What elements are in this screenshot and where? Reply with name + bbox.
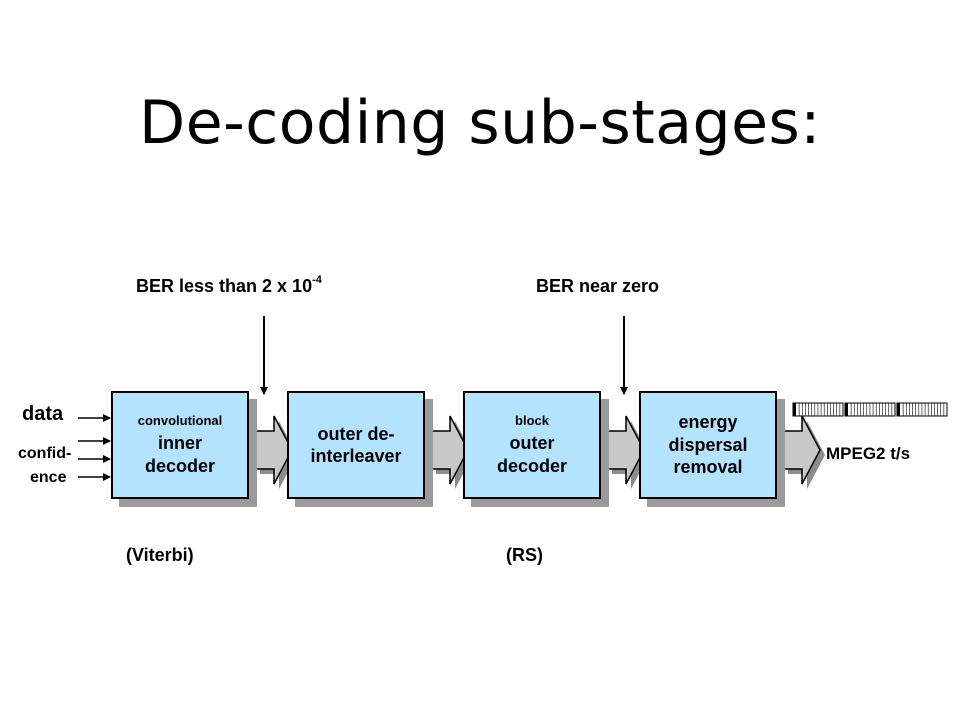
stage-2-line-2: interleaver — [310, 446, 402, 466]
ber-inner-label: BER less than 2 x 10-4 — [136, 274, 322, 297]
page-title: De-coding sub-stages: — [139, 88, 821, 158]
stage-3-line-3: decoder — [496, 455, 568, 476]
rs-label: (RS) — [506, 545, 543, 565]
stage-2-line-1: outer de- — [317, 423, 395, 444]
output-label: MPEG2 t/s — [826, 444, 911, 463]
stage-3-line-2: outer — [509, 433, 555, 454]
ber-outer-label: BER near zero — [536, 276, 660, 296]
convolutional-inner-decoder-box: convolutional inner decoder — [111, 391, 249, 499]
stage-1-line-2: inner — [157, 433, 202, 454]
transport-stream-icon — [792, 402, 948, 417]
viterbi-label: (Viterbi) — [126, 545, 194, 565]
ber-inner-exponent: -4 — [312, 274, 322, 286]
ber-inner-text: BER less than 2 x 10 — [136, 276, 313, 296]
stage-4-line-3: removal — [673, 457, 743, 478]
confidence-input-label-1: confid- — [18, 445, 72, 462]
block-outer-decoder-box: block outer decoder — [463, 391, 601, 499]
energy-dispersal-removal-box: energy dispersal removal — [639, 391, 777, 499]
confidence-input-label-2: ence — [30, 469, 67, 486]
outer-deinterleaver-box: outer de- interleaver — [287, 391, 425, 499]
stage-4-line-2: dispersal — [668, 434, 748, 455]
flow-arrow-output — [782, 415, 825, 489]
stage-4-line-1: energy — [678, 412, 738, 433]
data-input-label: data — [22, 403, 64, 425]
stage-3-line-1: block — [515, 412, 549, 428]
stage-1-line-1: convolutional — [137, 412, 223, 428]
stage-1-line-3: decoder — [144, 455, 216, 476]
